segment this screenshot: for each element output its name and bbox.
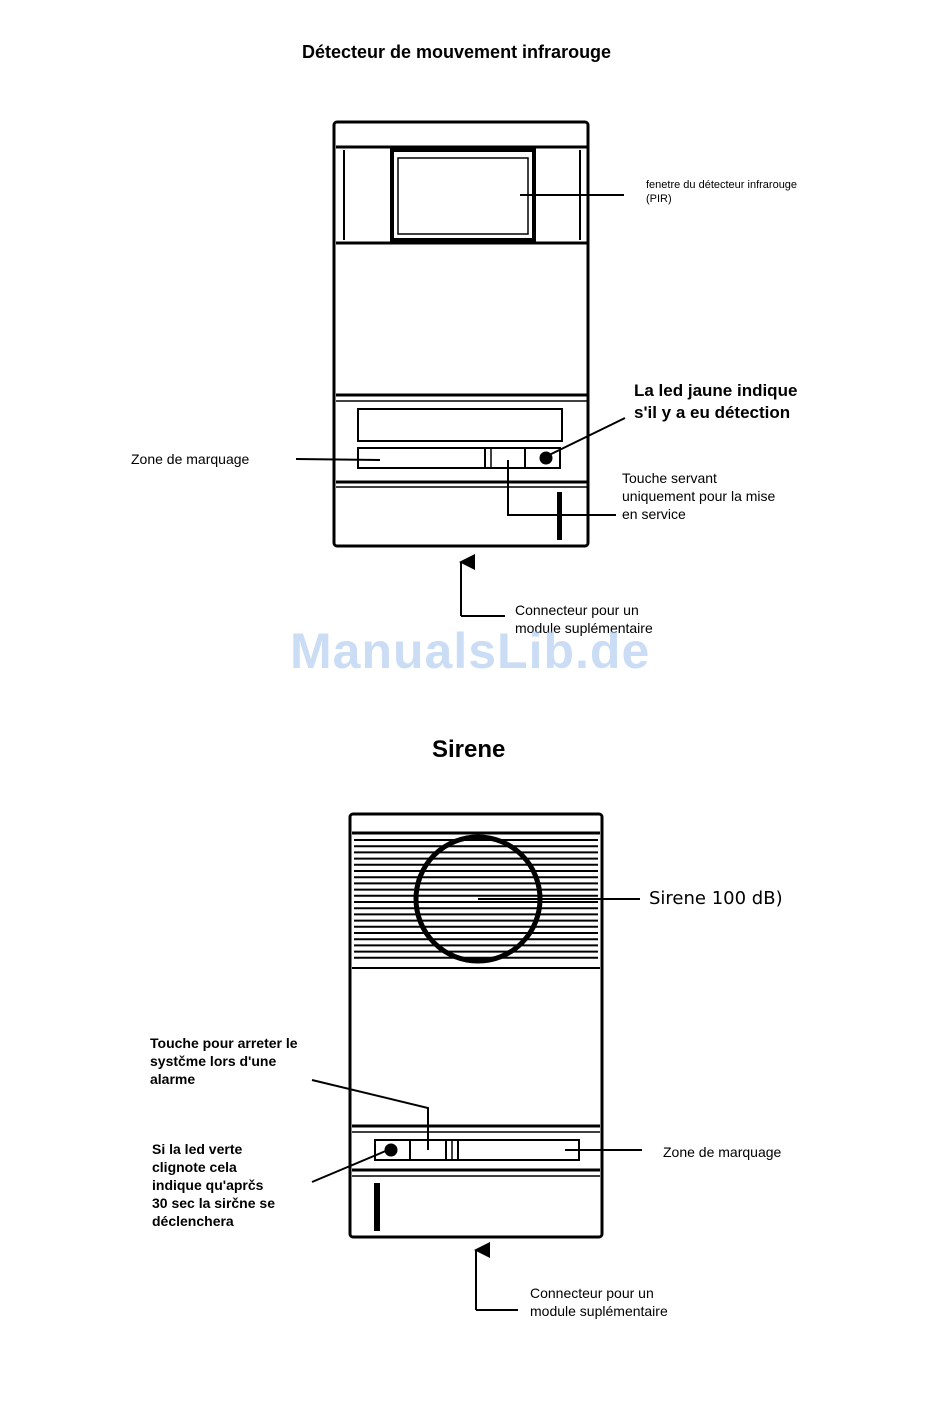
speaker-grille [354,839,598,959]
siren-title: Sirene [432,736,506,763]
green-led-label: Si la led verte clignote cela indique qu… [152,1141,275,1229]
detector-marking-strip [357,447,561,469]
siren-db-label: Sirene 100 dB) [649,888,783,909]
siren-connector-slot [374,1183,380,1231]
siren-marking-strip [374,1139,580,1161]
service-button-label: Touche servant uniquement pour la mise e… [622,470,776,522]
detector-outline [332,120,590,548]
pir-window-label: fenetre du détecteur infrarouge (PIR) [646,179,798,205]
siren-leaders [311,898,642,1311]
detector-connector-label: Connecteur pour un module suplémentaire [515,602,653,636]
siren-connector-label: Connecteur pour un module suplémentaire [530,1285,668,1319]
siren-device [348,812,604,1239]
detector-device [332,120,590,548]
siren-outline [348,812,604,1239]
siren-marking-zone-label: Zone de marquage [663,1144,782,1160]
detector-title: Détecteur de mouvement infrarouge [302,42,612,62]
detector-marking-zone-label: Zone de marquage [131,451,250,467]
stop-button-label: Touche pour arreter le systčme lors d'un… [150,1035,298,1087]
yellow-led-label: La led jaune indique s'il y a eu détecti… [634,381,798,422]
watermark: ManualsLib.de [290,623,651,679]
green-led [384,1143,398,1157]
detector-marking-window [357,408,563,442]
detector-leaders [295,194,626,617]
